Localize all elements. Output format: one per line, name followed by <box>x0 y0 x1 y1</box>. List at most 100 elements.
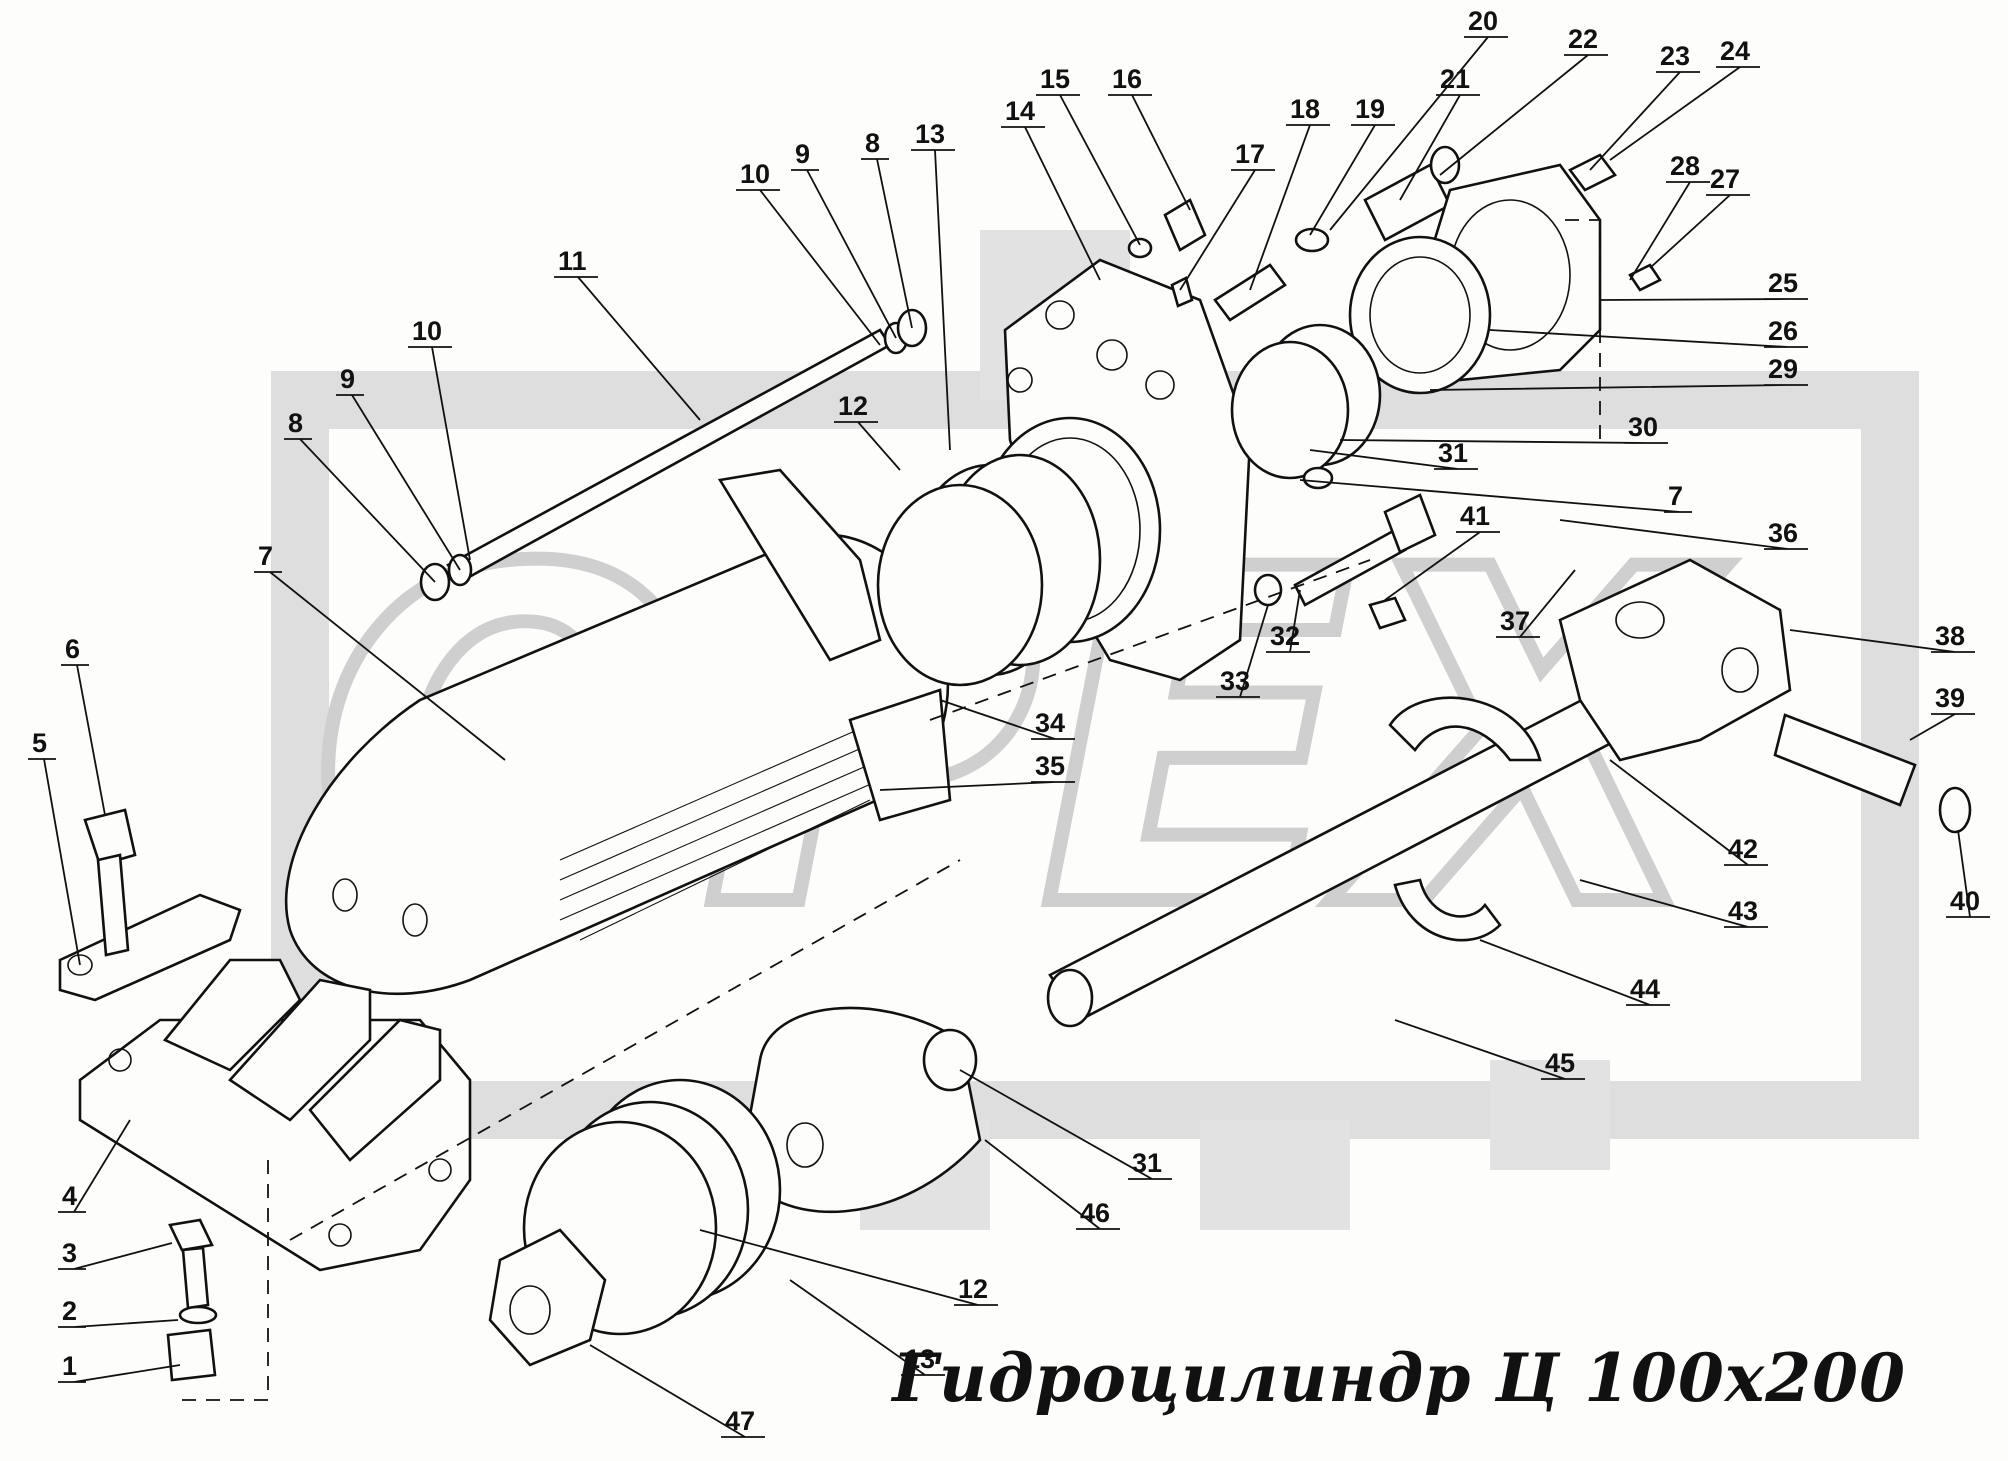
callout-leader <box>1489 329 1808 348</box>
callout-number: 11 <box>558 246 587 276</box>
callout-leader <box>1339 439 1668 444</box>
callout-leader <box>1399 94 1480 201</box>
mounting-bracket <box>58 808 472 1272</box>
callout-38: 38 <box>1789 621 1975 653</box>
callout-number: 18 <box>1290 94 1320 124</box>
bolt-32 <box>1253 493 1437 607</box>
callout-number: 1 <box>62 1351 77 1381</box>
callout-24: 24 <box>1609 36 1760 161</box>
fittings <box>1127 145 1461 322</box>
callout-number: 13 <box>905 1344 935 1374</box>
callout-34: 34 <box>939 699 1075 740</box>
callout-leader <box>834 421 901 471</box>
callout-leader <box>1266 589 1310 653</box>
callout-37: 37 <box>1496 569 1576 638</box>
callout-leader <box>1309 449 1478 470</box>
callout-leader <box>1496 569 1576 638</box>
callout-number: 13 <box>915 119 945 149</box>
callout-number: 30 <box>1628 412 1658 442</box>
callout-number: 3 <box>62 1238 77 1268</box>
callout-23: 23 <box>1589 41 1700 171</box>
callout-16: 16 <box>1108 64 1191 211</box>
callout-35: 35 <box>879 751 1075 791</box>
callout-43: 43 <box>1579 879 1768 928</box>
callout-number: 9 <box>795 139 810 169</box>
callout-19: 19 <box>1309 94 1395 236</box>
callout-leader <box>1629 181 1710 281</box>
callout-number: 29 <box>1768 354 1798 384</box>
callout-leader <box>58 1242 173 1270</box>
assembly-lines <box>180 219 1601 1401</box>
callout-leader <box>1384 531 1500 601</box>
callout-leader <box>1599 298 1808 301</box>
callout-number: 27 <box>1710 164 1740 194</box>
callout-32: 32 <box>1266 589 1310 653</box>
bolt-stack <box>166 1218 218 1382</box>
callout-number: 9 <box>340 364 355 394</box>
callout-number: 17 <box>1235 139 1265 169</box>
callout-leader <box>911 149 955 451</box>
callout-leader <box>589 1344 765 1438</box>
callout-number: 35 <box>1035 751 1065 781</box>
callout-leader <box>1108 94 1191 211</box>
callout-22: 22 <box>1439 24 1608 176</box>
callout-number: 46 <box>1080 1198 1110 1228</box>
callout-leader <box>1579 879 1768 928</box>
callout-number: 24 <box>1720 36 1750 66</box>
callout-number: 15 <box>1040 64 1070 94</box>
callout-18: 18 <box>1249 94 1330 291</box>
callout-27: 27 <box>1649 164 1750 269</box>
callout-29: 29 <box>1429 354 1808 391</box>
callout-leader <box>1649 194 1750 269</box>
callout-number: 16 <box>1112 64 1142 94</box>
callout-number: 38 <box>1935 621 1965 651</box>
callout-leader <box>284 438 436 583</box>
callout-21: 21 <box>1399 64 1480 201</box>
callout-leader <box>336 394 461 571</box>
callout-leader <box>791 169 897 339</box>
callout-10: 10 <box>408 316 471 561</box>
callout-number: 33 <box>1220 666 1250 696</box>
callout-number: 45 <box>1545 1048 1575 1078</box>
callout-leader <box>939 699 1075 740</box>
callout-number: 22 <box>1568 24 1598 54</box>
callout-number: 34 <box>1035 708 1065 738</box>
callout-number: 10 <box>740 159 770 189</box>
callout-number: 14 <box>1005 96 1035 126</box>
callout-number: 7 <box>258 541 273 571</box>
callout-number: 44 <box>1630 974 1660 1004</box>
callout-leader <box>1309 124 1395 236</box>
callout-leader <box>1559 519 1808 550</box>
callout-leader <box>1249 124 1330 291</box>
callout-7: 7 <box>254 541 506 761</box>
callout-20: 20 <box>1329 6 1508 231</box>
callout-leader <box>1479 939 1670 1006</box>
callout-leader <box>28 758 81 966</box>
callout-10: 10 <box>736 159 881 346</box>
callout-44: 44 <box>1479 939 1670 1006</box>
callout-leader <box>554 276 701 421</box>
callout-leader <box>789 1279 945 1376</box>
callout-5: 5 <box>28 728 81 966</box>
callout-leader <box>1909 713 1975 741</box>
callout-leader <box>1179 169 1275 291</box>
callout-number: 12 <box>958 1274 988 1304</box>
callout-31: 31 <box>1309 438 1478 470</box>
callout-25: 25 <box>1599 268 1808 301</box>
callout-number: 42 <box>1728 834 1758 864</box>
callout-number: 37 <box>1500 606 1530 636</box>
callout-leader <box>699 1229 998 1306</box>
callout-leader <box>1001 126 1101 281</box>
callout-30: 30 <box>1339 412 1668 444</box>
callout-6: 6 <box>61 634 106 816</box>
callout-12: 12 <box>834 391 901 471</box>
callout-40: 40 <box>1946 829 1990 918</box>
callout-26: 26 <box>1489 316 1808 348</box>
callout-number: 41 <box>1460 501 1490 531</box>
callout-leader <box>408 346 471 561</box>
callout-8: 8 <box>861 128 913 329</box>
callout-number: 31 <box>1132 1148 1162 1178</box>
callout-leader <box>1216 604 1269 698</box>
clamp-halves <box>1368 596 1542 942</box>
